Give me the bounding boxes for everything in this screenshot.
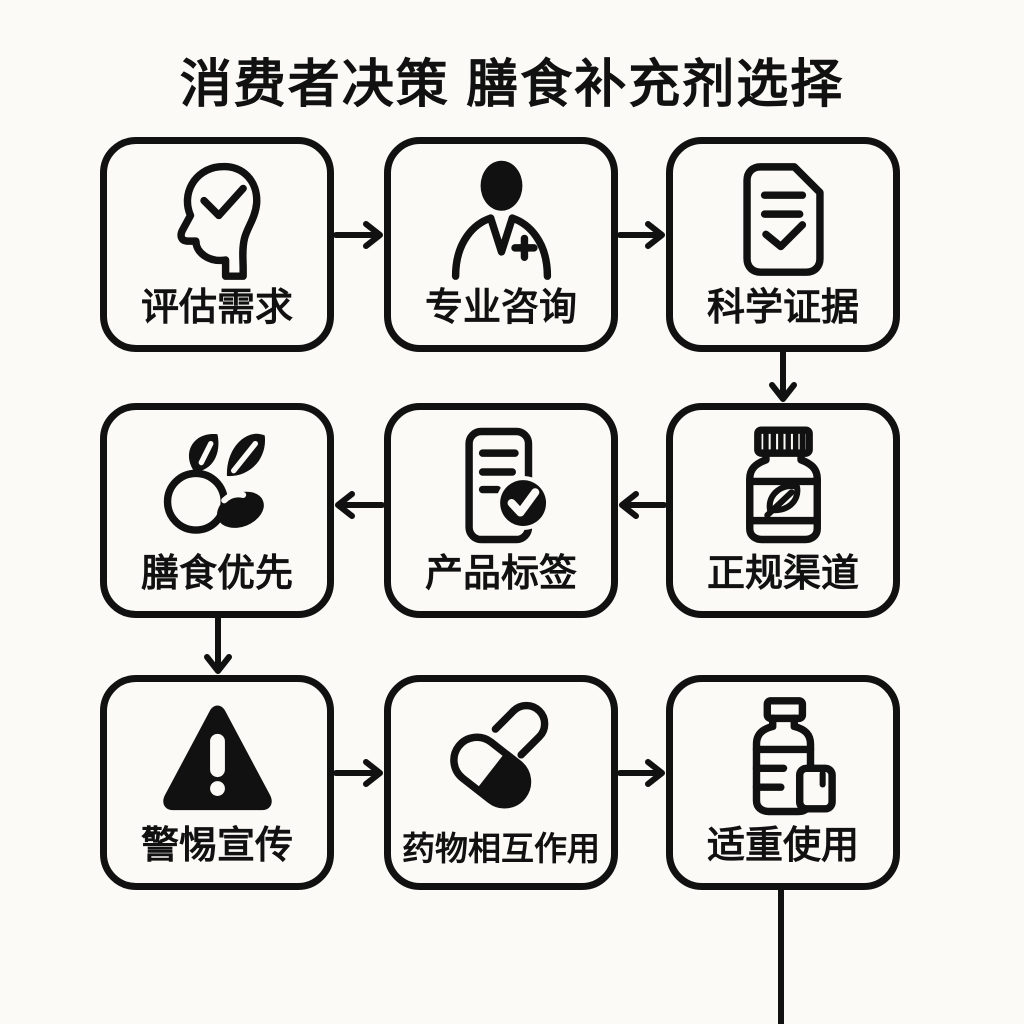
- arrow-label-to-diet: [335, 491, 384, 519]
- head-check-icon: [150, 152, 285, 287]
- arrow-diet-to-beware: [204, 618, 232, 674]
- node-label: 药物相互作用: [402, 830, 600, 867]
- arrow-interactions-to-moderate: [618, 759, 665, 787]
- node-label: 适重使用: [706, 825, 859, 867]
- document-check-icon: [716, 152, 851, 287]
- node-label: 膳食优先: [140, 553, 293, 595]
- arrow-beware-to-interactions: [334, 759, 383, 787]
- node-label: 科学证据: [706, 287, 859, 329]
- node-moderate-use: 适重使用: [666, 675, 900, 890]
- label-check-icon: [434, 418, 569, 553]
- arrow-channels-to-label: [619, 491, 666, 519]
- node-beware-marketing: 警惕宣传: [100, 675, 334, 890]
- arrow-consult-to-evidence: [618, 221, 665, 249]
- node-label: 警惕宣传: [140, 825, 293, 867]
- node-label: 正规渠道: [706, 553, 859, 595]
- node-label: 评估需求: [140, 287, 293, 329]
- node-label: 产品标签: [424, 553, 577, 595]
- arrow-evidence-to-channels: [769, 352, 797, 402]
- bottom-exit-line: [778, 888, 784, 1024]
- node-diet-first: 膳食优先: [100, 403, 334, 618]
- capsules-icon: [434, 690, 569, 825]
- arrow-assess-to-consult: [334, 221, 383, 249]
- node-label: 专业咨询: [424, 287, 577, 329]
- node-drug-interactions: 药物相互作用: [384, 675, 618, 890]
- dose-bottle-icon: [716, 690, 851, 825]
- node-professional-consult: 专业咨询: [384, 137, 618, 352]
- doctor-icon: [434, 152, 569, 287]
- node-product-label: 产品标签: [384, 403, 618, 618]
- node-scientific-evidence: 科学证据: [666, 137, 900, 352]
- warning-triangle-icon: [150, 690, 285, 825]
- node-legit-channels: 正规渠道: [666, 403, 900, 618]
- node-assess-needs: 评估需求: [100, 137, 334, 352]
- page-title: 消费者决策 膳食补充剂选择: [179, 56, 845, 114]
- supplement-bottle-icon: [716, 418, 851, 553]
- fruits-icon: [150, 418, 285, 553]
